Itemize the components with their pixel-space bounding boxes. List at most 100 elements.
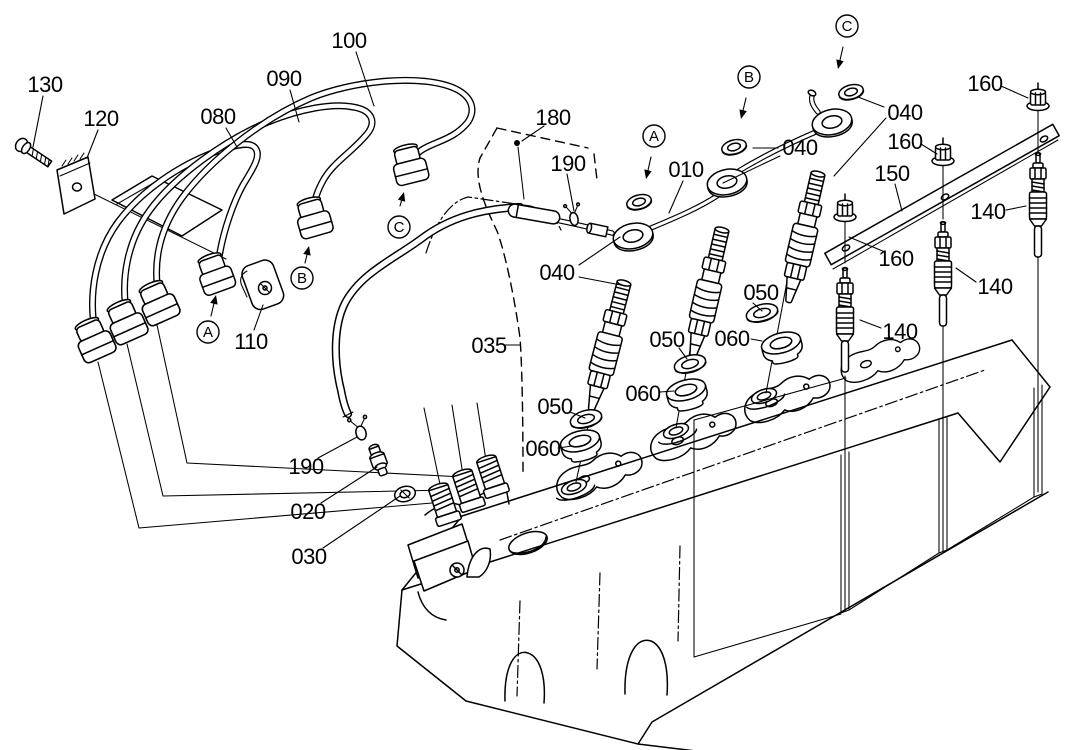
part-callout-050-a[interactable]: 050 [743, 280, 779, 305]
hose-clip-190a [562, 202, 581, 227]
part-callout-160-a[interactable]: 160 [967, 71, 1003, 96]
leader-line [857, 96, 885, 108]
ref-letter-A-left: A [203, 324, 213, 341]
ref-letter-B-left: B [297, 270, 307, 287]
injector-3 [775, 167, 832, 307]
leader-line [578, 276, 627, 287]
ref-arrow-head [303, 246, 311, 256]
ref-circle-B-right[interactable] [737, 65, 761, 89]
ref-letter-C-right: C [842, 18, 853, 35]
leader-line [32, 95, 44, 148]
ref-arrow-tail [647, 156, 652, 171]
dashed-group-boundary-180 [477, 127, 598, 473]
part-callout-010[interactable]: 010 [668, 157, 704, 182]
part-callout-120[interactable]: 120 [83, 106, 119, 131]
part-callout-150[interactable]: 150 [874, 161, 910, 186]
glow-plug-group [824, 82, 1060, 373]
part-callout-160-b[interactable]: 160 [887, 129, 923, 154]
part-callout-060-b[interactable]: 060 [625, 381, 661, 406]
part-callout-035[interactable]: 035 [471, 333, 507, 358]
ref-circle-B-left[interactable] [290, 266, 314, 290]
part-callout-040-c[interactable]: 040 [887, 100, 923, 125]
leader-line [752, 302, 763, 312]
leader-line [322, 495, 401, 549]
ref-arrow-head [644, 169, 652, 179]
leader-line [225, 127, 238, 148]
fuel-return-hose [331, 202, 525, 419]
ref-arrow-head [739, 109, 747, 119]
ref-arrow-tail [839, 46, 844, 61]
leader-line [1005, 205, 1027, 211]
leader-line [678, 347, 688, 360]
ref-circle-A-left[interactable] [196, 320, 220, 344]
leader-line [355, 51, 375, 107]
glow-nut-160 [833, 193, 857, 223]
part-callout-040-b[interactable]: 040 [782, 135, 818, 160]
leader-line [557, 445, 573, 449]
part-callout-050-c[interactable]: 050 [537, 394, 573, 419]
pump-bracket-bolt [449, 562, 465, 578]
part-callout-100[interactable]: 100 [331, 28, 367, 53]
leader-line [833, 117, 887, 177]
injection-pump [407, 451, 511, 621]
leader-line [750, 338, 763, 342]
part-callout-140-b[interactable]: 140 [977, 274, 1013, 299]
part-callout-080[interactable]: 080 [200, 104, 236, 129]
leader-line [569, 411, 586, 419]
glow-plug-140 [835, 266, 855, 373]
part-callout-110[interactable]: 110 [234, 329, 268, 354]
part-callout-040-a[interactable]: 040 [539, 260, 575, 285]
clamp-leader-line [87, 190, 227, 260]
part-callout-020[interactable]: 020 [290, 499, 326, 524]
cylinder-head [396, 329, 1051, 750]
leader-line [521, 125, 545, 142]
leader-line [253, 304, 264, 331]
banjo-eye [610, 218, 657, 256]
ref-arrow-tail [304, 254, 308, 264]
leader-line [320, 466, 378, 504]
injection-pipes [89, 76, 476, 336]
ref-letter-C-left: C [394, 219, 405, 236]
leader-line [848, 236, 886, 253]
leader-line [578, 236, 621, 266]
leader-line [317, 436, 358, 459]
part-callout-160-c[interactable]: 160 [878, 246, 914, 271]
part-callout-030[interactable]: 030 [291, 544, 327, 569]
leader-line [955, 267, 977, 283]
pipe-clamp-110 [240, 259, 285, 311]
part-callout-140-c[interactable]: 140 [882, 319, 918, 344]
return-joint-020 [368, 443, 388, 477]
ref-circle-C-right[interactable] [835, 14, 859, 38]
part-callout-190-a[interactable]: 190 [550, 151, 586, 176]
part-callout-130[interactable]: 130 [27, 72, 63, 97]
section-planes [693, 255, 1043, 658]
head-front-arches [504, 545, 681, 704]
pipe-clamp-120 [56, 152, 96, 215]
ref-arrow-tail [399, 200, 403, 207]
part-callout-140-a[interactable]: 140 [970, 199, 1006, 224]
leak-off-pipe-010 [610, 89, 856, 256]
ref-arrow-head [210, 295, 218, 305]
head-boss [508, 530, 548, 556]
part-callout-060-c[interactable]: 060 [525, 436, 561, 461]
part-callout-090[interactable]: 090 [266, 66, 302, 91]
ref-circle-C-left[interactable] [387, 215, 411, 239]
ref-letter-A-right: A [649, 128, 659, 145]
leader-dot [514, 140, 520, 146]
glow-nut-160 [931, 137, 955, 167]
leader-line [894, 183, 903, 212]
part-callout-190-b[interactable]: 190 [288, 454, 324, 479]
part-callout-060-a[interactable]: 060 [714, 326, 750, 351]
ref-circle-A-right[interactable] [642, 124, 666, 148]
leader-line [668, 180, 684, 214]
ref-letter-B-right: B [744, 69, 754, 86]
part-callout-180[interactable]: 180 [535, 105, 571, 130]
ref-arrow-head [397, 192, 406, 202]
hose-clip-190b [346, 414, 368, 441]
injector-seat-ports [555, 387, 786, 501]
ref-arrow-tail [742, 97, 747, 111]
leader-line [722, 155, 781, 184]
part-callout-050-b[interactable]: 050 [649, 327, 685, 352]
